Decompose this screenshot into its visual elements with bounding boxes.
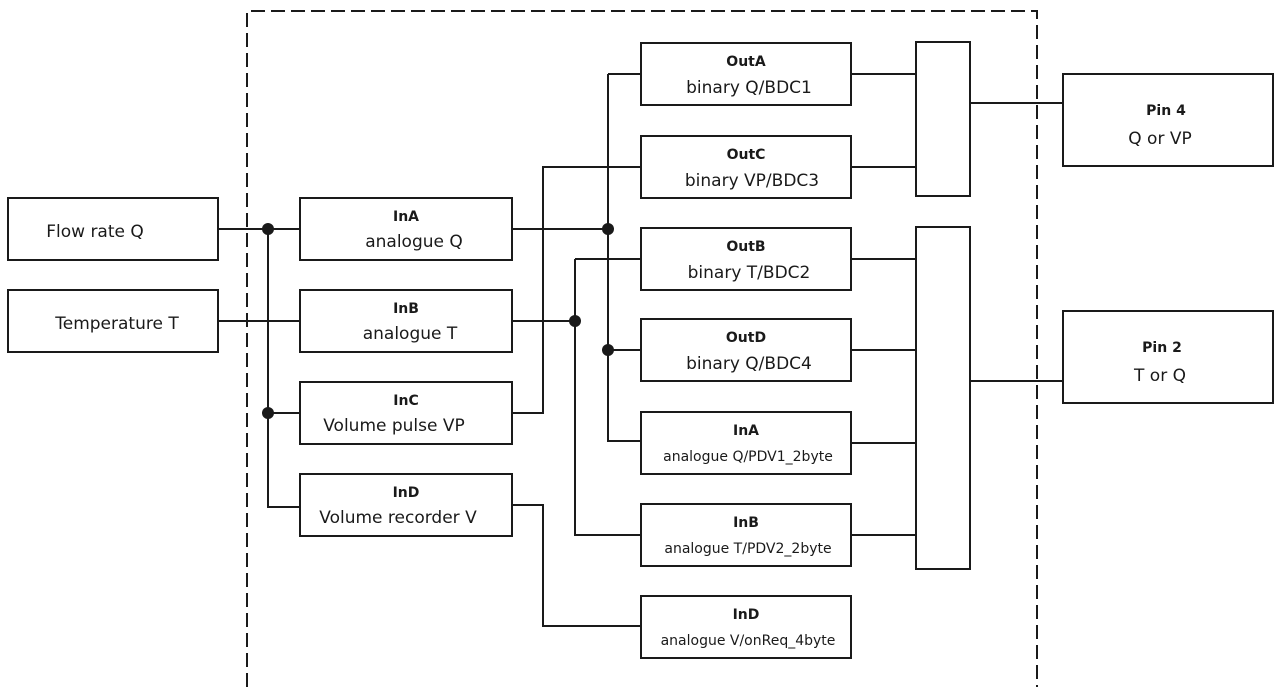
output-ina-label: analogue Q/PDV1_2byte [663,449,833,465]
output-outd: OutD binary Q/BDC4 [640,318,852,382]
junction-dot [602,223,614,235]
junction-dot [569,315,581,327]
input-inb-label: analogue T [363,324,458,344]
output-outc: OutC binary VP/BDC3 [640,135,852,199]
multiplexer-pin2 [915,226,971,570]
source-flow-rate-label: Flow rate Q [46,222,144,242]
junction-dot [262,223,274,235]
output-outb: OutB binary T/BDC2 [640,227,852,291]
input-inb: InB analogue T [299,289,513,353]
input-ina-title: InA [393,209,419,225]
wire-ind-to-ind-out [512,504,641,627]
output-inb-title: InB [733,515,759,531]
junction-dot [262,407,274,419]
input-ind-label: Volume recorder V [319,508,477,528]
output-ind-title: InD [733,607,760,623]
output-outc-label: binary VP/BDC3 [685,171,819,191]
wire-q-bus [607,74,641,442]
input-ind: InD Volume recorder V [299,473,513,537]
input-inb-title: InB [393,301,419,317]
pin-4-title: Pin 4 [1146,103,1186,119]
output-outb-title: OutB [726,239,765,255]
output-inb-label: analogue T/PDV2_2byte [664,541,831,557]
output-outa-title: OutA [726,54,766,70]
pin-4-connector: Pin 4 Q or VP [1062,73,1274,167]
output-inb-process-data: InB analogue T/PDV2_2byte [640,503,852,567]
pin-2-title: Pin 2 [1142,340,1182,356]
output-outc-title: OutC [727,147,766,163]
source-temperature: Temperature T [7,289,219,353]
output-outa: OutA binary Q/BDC1 [640,42,852,106]
output-outa-label: binary Q/BDC1 [686,78,812,98]
input-ind-title: InD [393,485,420,501]
junction-dot [602,344,614,356]
wire-flow-rate-bus [267,229,300,508]
pin-4-label: Q or VP [1128,129,1191,149]
input-inc-title: InC [393,393,418,409]
pin-2-connector: Pin 2 T or Q [1062,310,1274,404]
input-inc: InC Volume pulse VP [299,381,513,445]
device-boundary [246,10,1038,687]
source-flow-rate: Flow rate Q [7,197,219,261]
output-outd-label: binary Q/BDC4 [686,354,812,374]
output-outd-title: OutD [726,330,766,346]
multiplexer-pin4 [915,41,971,197]
input-ina-label: analogue Q [365,232,463,252]
wire-t-bus [574,259,641,536]
wire-inc-to-outc [512,166,641,414]
input-ina: InA analogue Q [299,197,513,261]
source-temperature-label: Temperature T [54,314,179,334]
pin-2-label: T or Q [1133,366,1186,386]
output-ind-label: analogue V/onReq_4byte [661,633,836,649]
output-ina-title: InA [733,423,759,439]
output-ina-process-data: InA analogue Q/PDV1_2byte [640,411,852,475]
input-inc-label: Volume pulse VP [323,416,465,436]
output-ind-process-data: InD analogue V/onReq_4byte [640,595,852,659]
output-outb-label: binary T/BDC2 [688,263,811,283]
